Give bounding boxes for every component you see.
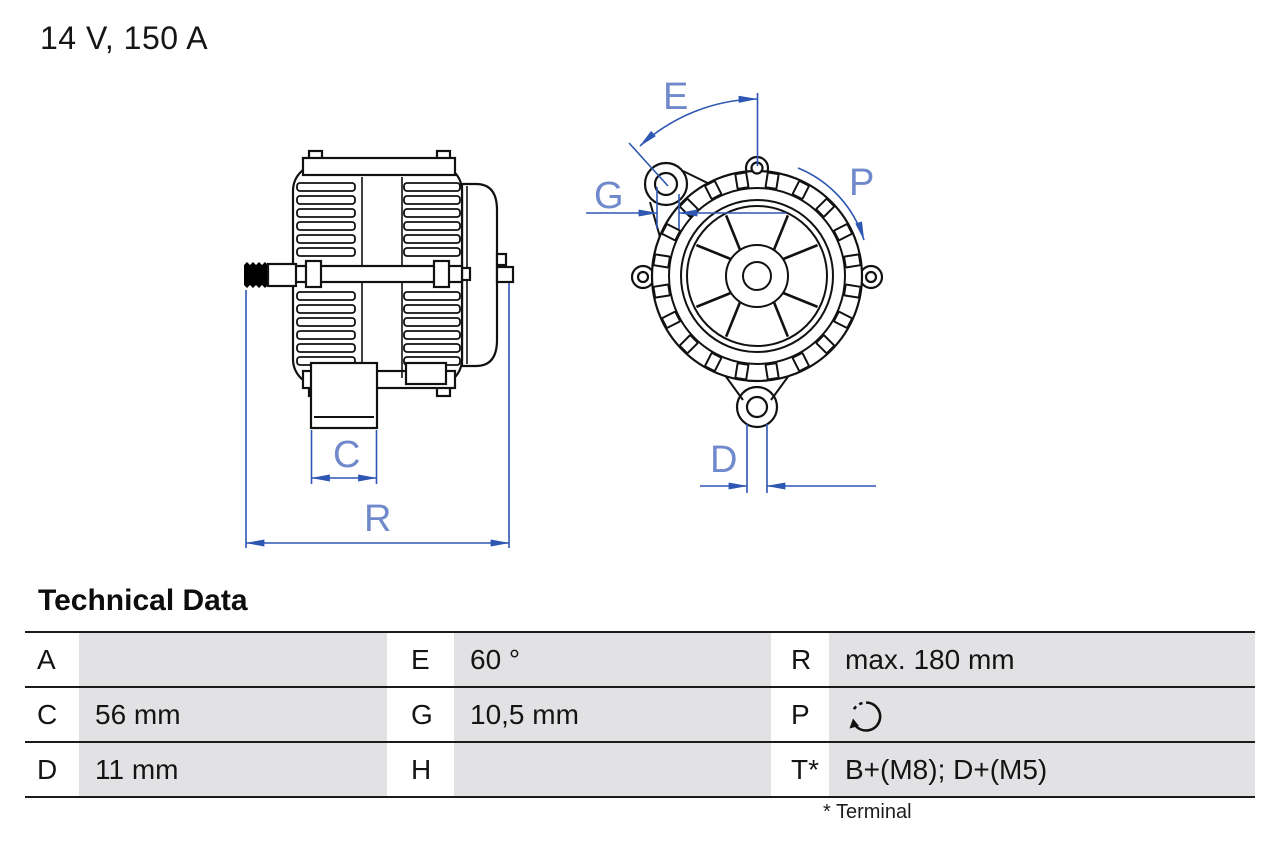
rating-text: 14 V, 150 A	[40, 20, 209, 56]
param-value	[454, 743, 771, 796]
technical-data-title: Technical Data	[38, 584, 248, 617]
param-value: 10,5 mm	[454, 688, 771, 741]
param-value: B+(M8); D+(M5)	[829, 743, 1255, 796]
param-value	[79, 633, 387, 686]
param-label: C	[25, 688, 79, 741]
dimension-label-c: C	[333, 434, 360, 476]
dimension-label-g: G	[594, 175, 624, 217]
param-label: H	[387, 743, 454, 796]
threaded-shaft	[244, 262, 268, 288]
param-value: 11 mm	[79, 743, 387, 796]
dimension-label-e: E	[663, 76, 688, 118]
side-view-dimensions: C R	[245, 283, 510, 548]
param-label: A	[25, 633, 79, 686]
dimension-label-d: D	[710, 439, 737, 481]
param-label: E	[387, 633, 454, 686]
front-view-dimensions: E G P D	[586, 76, 876, 493]
fan-spokes	[695, 214, 819, 338]
param-value: max. 180 mm	[829, 633, 1255, 686]
table-row: A E 60 ° R max. 180 mm	[25, 633, 1255, 688]
technical-data-table: A E 60 ° R max. 180 mm C 56 mm G 10,5 mm…	[25, 631, 1255, 798]
dimension-label-p: P	[849, 162, 874, 204]
param-label: P	[771, 688, 829, 741]
alternator-side-view	[244, 149, 515, 430]
table-row: C 56 mm G 10,5 mm P	[25, 688, 1255, 743]
dimension-label-r: R	[364, 498, 391, 540]
rotation-direction-cell	[829, 688, 1255, 741]
terminal-footnote: * Terminal	[823, 801, 912, 823]
diagram-svg: C R	[244, 76, 884, 548]
rotation-direction-icon	[849, 700, 882, 732]
table-row: D 11 mm H T* B+(M8); D+(M5)	[25, 743, 1255, 798]
alternator-front-view	[630, 155, 884, 429]
param-label: D	[25, 743, 79, 796]
param-label: R	[771, 633, 829, 686]
param-label: G	[387, 688, 454, 741]
param-value: 56 mm	[79, 688, 387, 741]
param-value: 60 °	[454, 633, 771, 686]
cooling-fins	[296, 182, 461, 366]
param-label: T*	[771, 743, 829, 796]
